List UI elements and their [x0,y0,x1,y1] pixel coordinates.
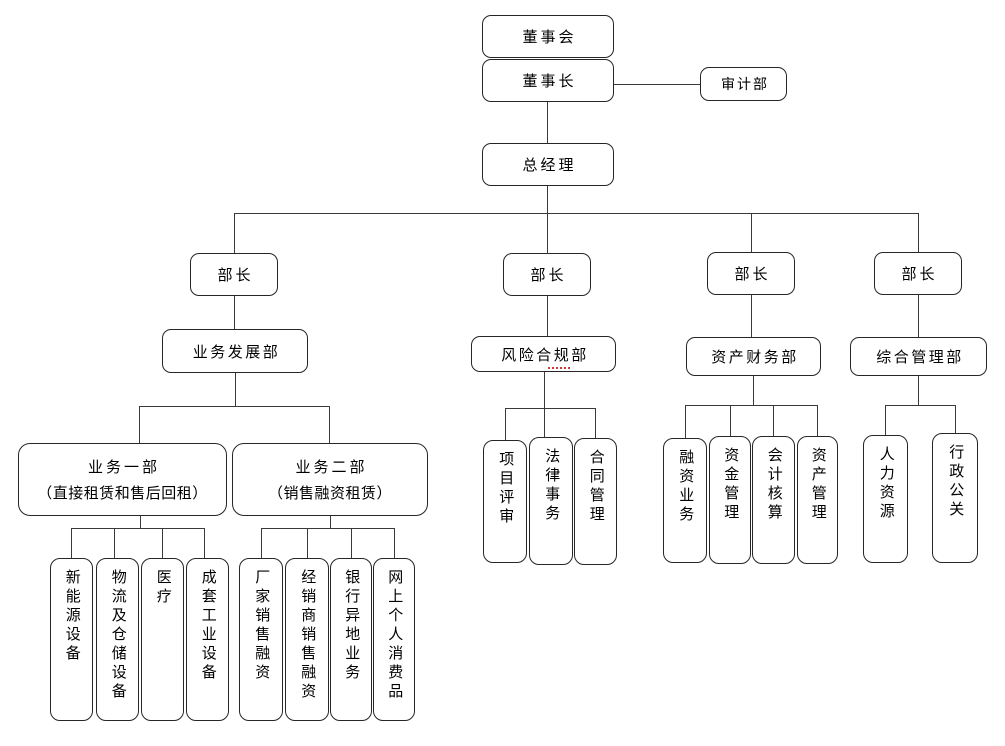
connector-drop-d2-item1 [261,528,263,558]
node-general-manager: 总经理 [482,143,614,186]
node-new-energy-equipment: 新能源设备 [50,558,93,721]
connector-admin-rail [885,405,955,407]
connector-minister4-dept [918,295,920,337]
node-minister-2: 部长 [503,253,591,296]
node-project-review: 项目评审 [483,440,527,563]
connector-drop-d2-item4 [394,528,396,558]
connector-asset-rail [685,405,817,407]
division2-subtitle: （销售融资租赁） [267,486,392,502]
risk-compliance-label: 风险合规部 [501,347,589,364]
node-asset-finance-dept: 资产财务部 [686,337,821,376]
connector-drop-division2 [329,406,331,443]
connector-drop-d2-item3 [351,528,353,558]
connector-gm-rail [547,186,549,214]
node-audit-dept: 审计部 [700,67,787,101]
node-bank-remote-business: 银行异地业务 [330,558,372,721]
connector-drop-minister-2 [547,213,549,253]
connector-drop-asset-item1 [685,405,687,438]
node-minister-1: 部长 [190,253,278,296]
connector-drop-minister-3 [751,213,753,252]
connector-chairman-audit [614,84,700,86]
connector-drop-d1-item4 [204,528,206,558]
node-fund-management: 资金管理 [709,436,751,564]
connector-minister2-dept [547,296,549,336]
connector-drop-risk-item2 [544,408,546,437]
node-chairman: 董事长 [482,59,614,102]
connector-drop-d1-item2 [114,528,116,558]
division1-title: 业务一部 [87,460,160,476]
connector-division2-down [330,516,332,528]
connector-drop-minister-1 [234,213,236,253]
connector-bizdev-rail [139,406,330,408]
node-industrial-equipment-sets: 成套工业设备 [186,558,229,721]
connector-drop-asset-item3 [773,405,775,436]
connector-drop-d1-item1 [71,528,73,558]
node-general-management-dept: 综合管理部 [850,337,987,376]
connector-drop-minister-4 [918,213,920,252]
node-human-resources: 人力资源 [863,435,908,563]
connector-drop-asset-item2 [730,405,732,436]
connector-drop-d1-item3 [162,528,164,558]
connector-minister1-dept [234,296,236,329]
node-online-consumer-goods: 网上个人消费品 [373,558,415,721]
connector-risk-down [544,371,546,408]
connector-minister3-dept [751,295,753,337]
connector-drop-admin-item1 [885,405,887,435]
connector-main-rail [234,213,919,215]
spellcheck-underline [548,364,570,369]
node-accounting: 会计核算 [752,436,795,564]
connector-admin-down [918,376,920,405]
connector-drop-risk-item3 [595,408,597,438]
connector-asset-down [753,376,755,405]
connector-chairman-gm [547,102,549,143]
connector-drop-d2-item2 [307,528,309,558]
node-manufacturer-sales-financing: 厂家销售融资 [239,558,283,721]
node-asset-management: 资产管理 [797,436,838,564]
connector-drop-risk-item1 [505,408,507,440]
node-minister-4: 部长 [874,252,962,295]
connector-drop-admin-item2 [955,405,957,433]
connector-bizdev-down [235,373,237,406]
connector-division1-down [140,516,142,528]
node-board-of-directors: 董事会 [482,15,614,58]
node-dealer-sales-financing: 经销商销售融资 [285,558,329,721]
node-legal-affairs: 法律事务 [529,437,573,565]
connector-division2-rail [261,528,394,530]
node-business-division-1: 业务一部 （直接租赁和售后回租） [18,443,227,516]
node-minister-3: 部长 [707,252,795,295]
node-contract-management: 合同管理 [574,438,617,565]
node-financing-business: 融资业务 [663,438,707,563]
node-logistics-warehouse-equipment: 物流及仓储设备 [96,558,139,721]
node-business-division-2: 业务二部 （销售融资租赁） [232,443,428,516]
division2-title: 业务二部 [295,460,368,476]
connector-drop-asset-item4 [817,405,819,436]
connector-drop-division1 [139,406,141,443]
connector-risk-rail [505,408,596,410]
division1-subtitle: （直接租赁和售后回租） [37,486,208,502]
node-admin-public-relations: 行政公关 [932,433,978,563]
node-risk-compliance-dept: 风险合规部 [471,336,616,372]
node-medical: 医疗 [141,558,184,721]
connector-division1-rail [71,528,205,530]
node-business-development-dept: 业务发展部 [162,329,308,373]
